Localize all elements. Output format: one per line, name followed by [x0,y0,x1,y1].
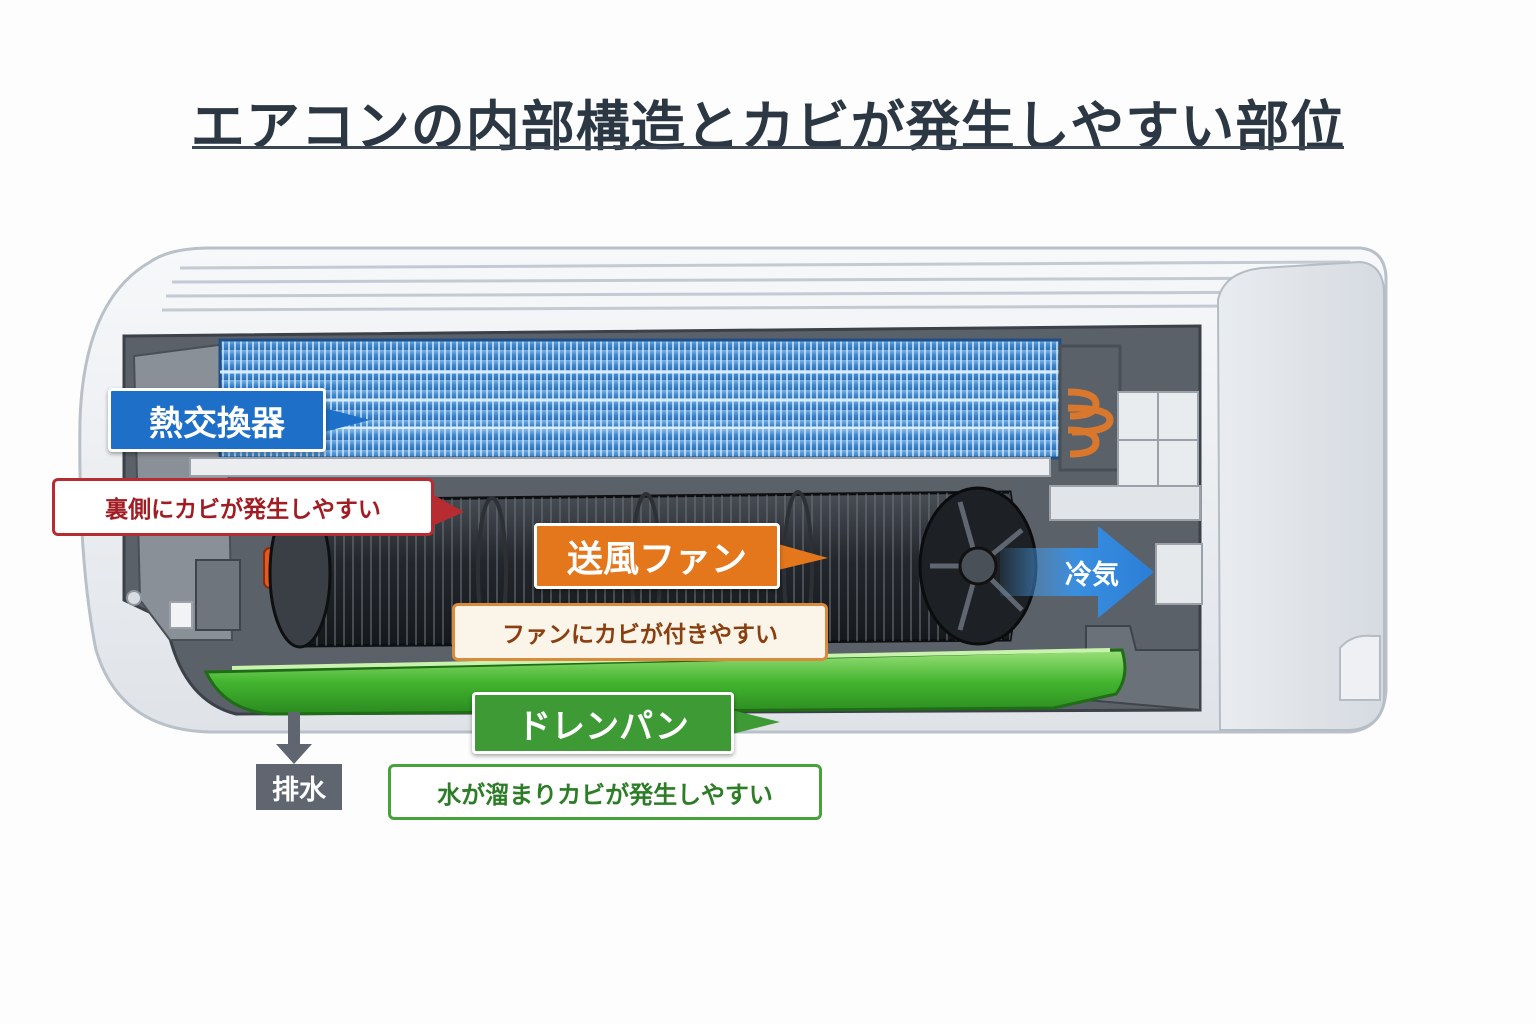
heat-exchanger-pointer [324,408,370,432]
heat-exchanger-label: 熱交換器 [108,388,326,452]
right-side-panel [1216,260,1385,731]
fan-label: 送風ファン [534,523,780,589]
fan-pointer [778,544,828,570]
drain-pointer [732,710,780,734]
pipe-bracket [1049,344,1201,521]
copper-pipes [1067,388,1114,458]
side-panel-button [1339,634,1381,701]
heat-exchanger-coil [189,338,1062,477]
heat-exchanger-note: 裏側にカビが発生しやすい [52,478,434,536]
heat-exchanger-note-pointer [432,494,464,526]
discharge-label: 排水 [256,764,342,810]
cool-air-arrow [1000,526,1154,618]
cool-air-label: 冷気 [1065,559,1119,591]
drain-pan-label: ドレンパン [472,692,734,754]
title-underline [192,146,1344,149]
top-vent-louvers [161,260,1351,312]
drain-pan-note: 水が溜まりカビが発生しやすい [388,764,822,820]
fan-note: ファンにカビが付きやすい [452,603,828,661]
drain-outlet-arrow [276,712,312,764]
